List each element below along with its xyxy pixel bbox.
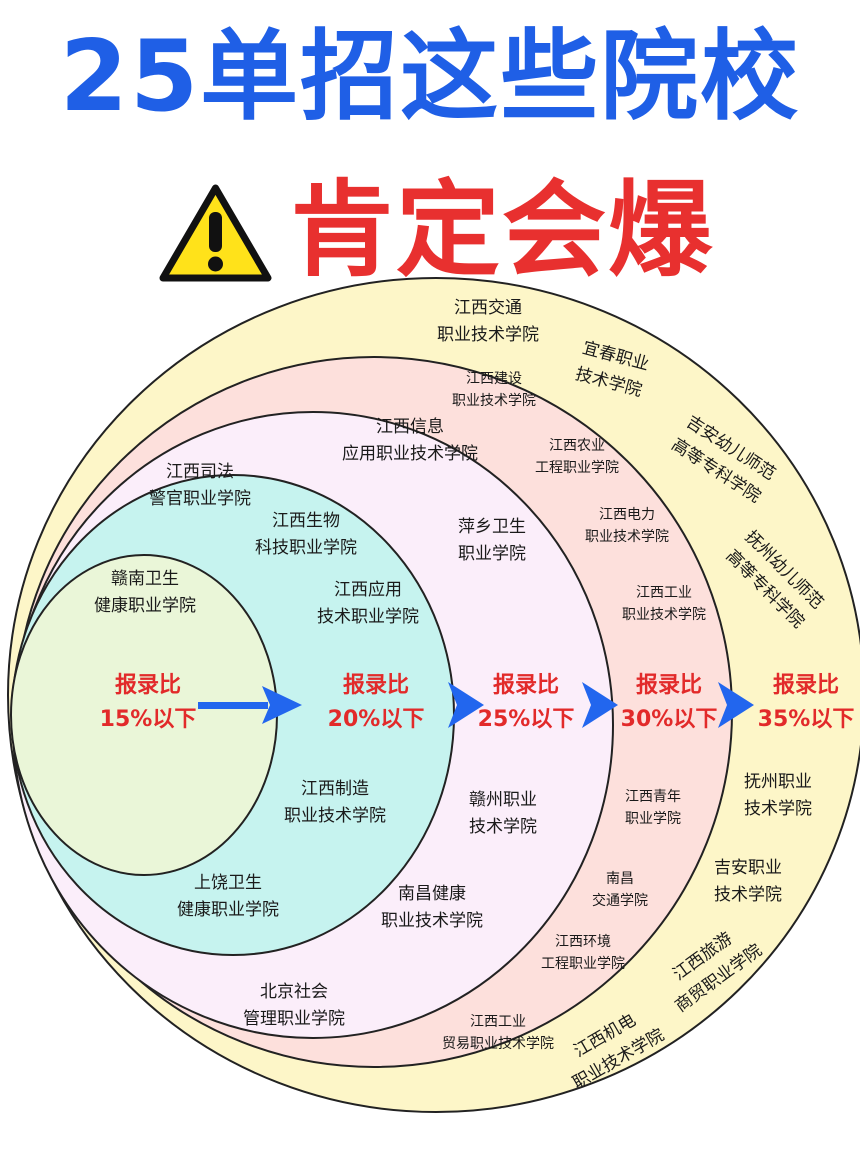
school-label: 江西电力职业技术学院 — [585, 507, 669, 545]
ratio-name: 报录比 — [342, 673, 410, 698]
arrow-right-icon — [582, 682, 618, 728]
ratio-name: 报录比 — [772, 673, 840, 698]
ratio-threshold: 15%以下 — [99, 707, 197, 732]
ratio-label-35: 报录比 35%以下 — [758, 669, 855, 737]
school-label: 江西建设职业技术学院 — [452, 371, 536, 409]
school-label: 抚州职业技术学院 — [744, 772, 812, 819]
school-label: 江西交通职业技术学院 — [437, 298, 539, 345]
arrow-right-icon — [448, 682, 484, 728]
ratio-name: 报录比 — [114, 673, 182, 698]
ratio-label-15: 报录比 15%以下 — [100, 669, 197, 737]
ratio-threshold: 35%以下 — [757, 707, 855, 732]
school-label: 吉安职业技术学院 — [714, 858, 782, 905]
ratio-threshold: 30%以下 — [620, 707, 718, 732]
school-label: 赣州职业技术学院 — [469, 790, 537, 837]
school-label: 江西工业贸易职业技术学院 — [442, 1014, 554, 1052]
school-label: 江西生物科技职业学院 — [255, 511, 357, 558]
school-label: 北京社会管理职业学院 — [243, 982, 345, 1029]
ratio-threshold: 25%以下 — [477, 707, 575, 732]
school-label: 江西制造职业技术学院 — [284, 779, 386, 826]
warning-triangle-icon — [159, 184, 272, 282]
school-label: 南昌健康职业技术学院 — [381, 884, 483, 931]
subtitle-row: 肯定会爆 — [0, 170, 860, 290]
school-label: 江西农业工程职业学院 — [535, 438, 619, 476]
ratio-name: 报录比 — [492, 673, 560, 698]
ratio-label-30: 报录比 30%以下 — [621, 669, 718, 737]
school-label: 江西环境工程职业学院 — [541, 934, 625, 972]
ratio-label-25: 报录比 25%以下 — [478, 669, 575, 737]
school-label: 赣南卫生健康职业学院 — [94, 569, 196, 616]
ratio-name: 报录比 — [635, 673, 703, 698]
school-label: 上饶卫生健康职业学院 — [177, 873, 279, 920]
school-label: 江西信息应用职业技术学院 — [342, 417, 478, 464]
arrow-right-icon — [198, 686, 302, 724]
ratio-threshold: 20%以下 — [327, 707, 425, 732]
page-subtitle: 肯定会爆 — [290, 169, 715, 291]
ratio-label-20: 报录比 20%以下 — [328, 669, 425, 737]
school-label: 江西司法警官职业学院 — [149, 462, 251, 509]
school-label: 南昌交通学院 — [592, 871, 648, 909]
arrow-right-icon — [718, 682, 754, 728]
school-label: 萍乡卫生职业学院 — [458, 517, 526, 564]
page-title: 25单招这些院校 — [59, 20, 801, 134]
school-label: 江西工业职业技术学院 — [622, 585, 706, 623]
school-label: 江西青年职业学院 — [625, 789, 681, 827]
school-label: 江西应用技术职业学院 — [317, 580, 419, 627]
